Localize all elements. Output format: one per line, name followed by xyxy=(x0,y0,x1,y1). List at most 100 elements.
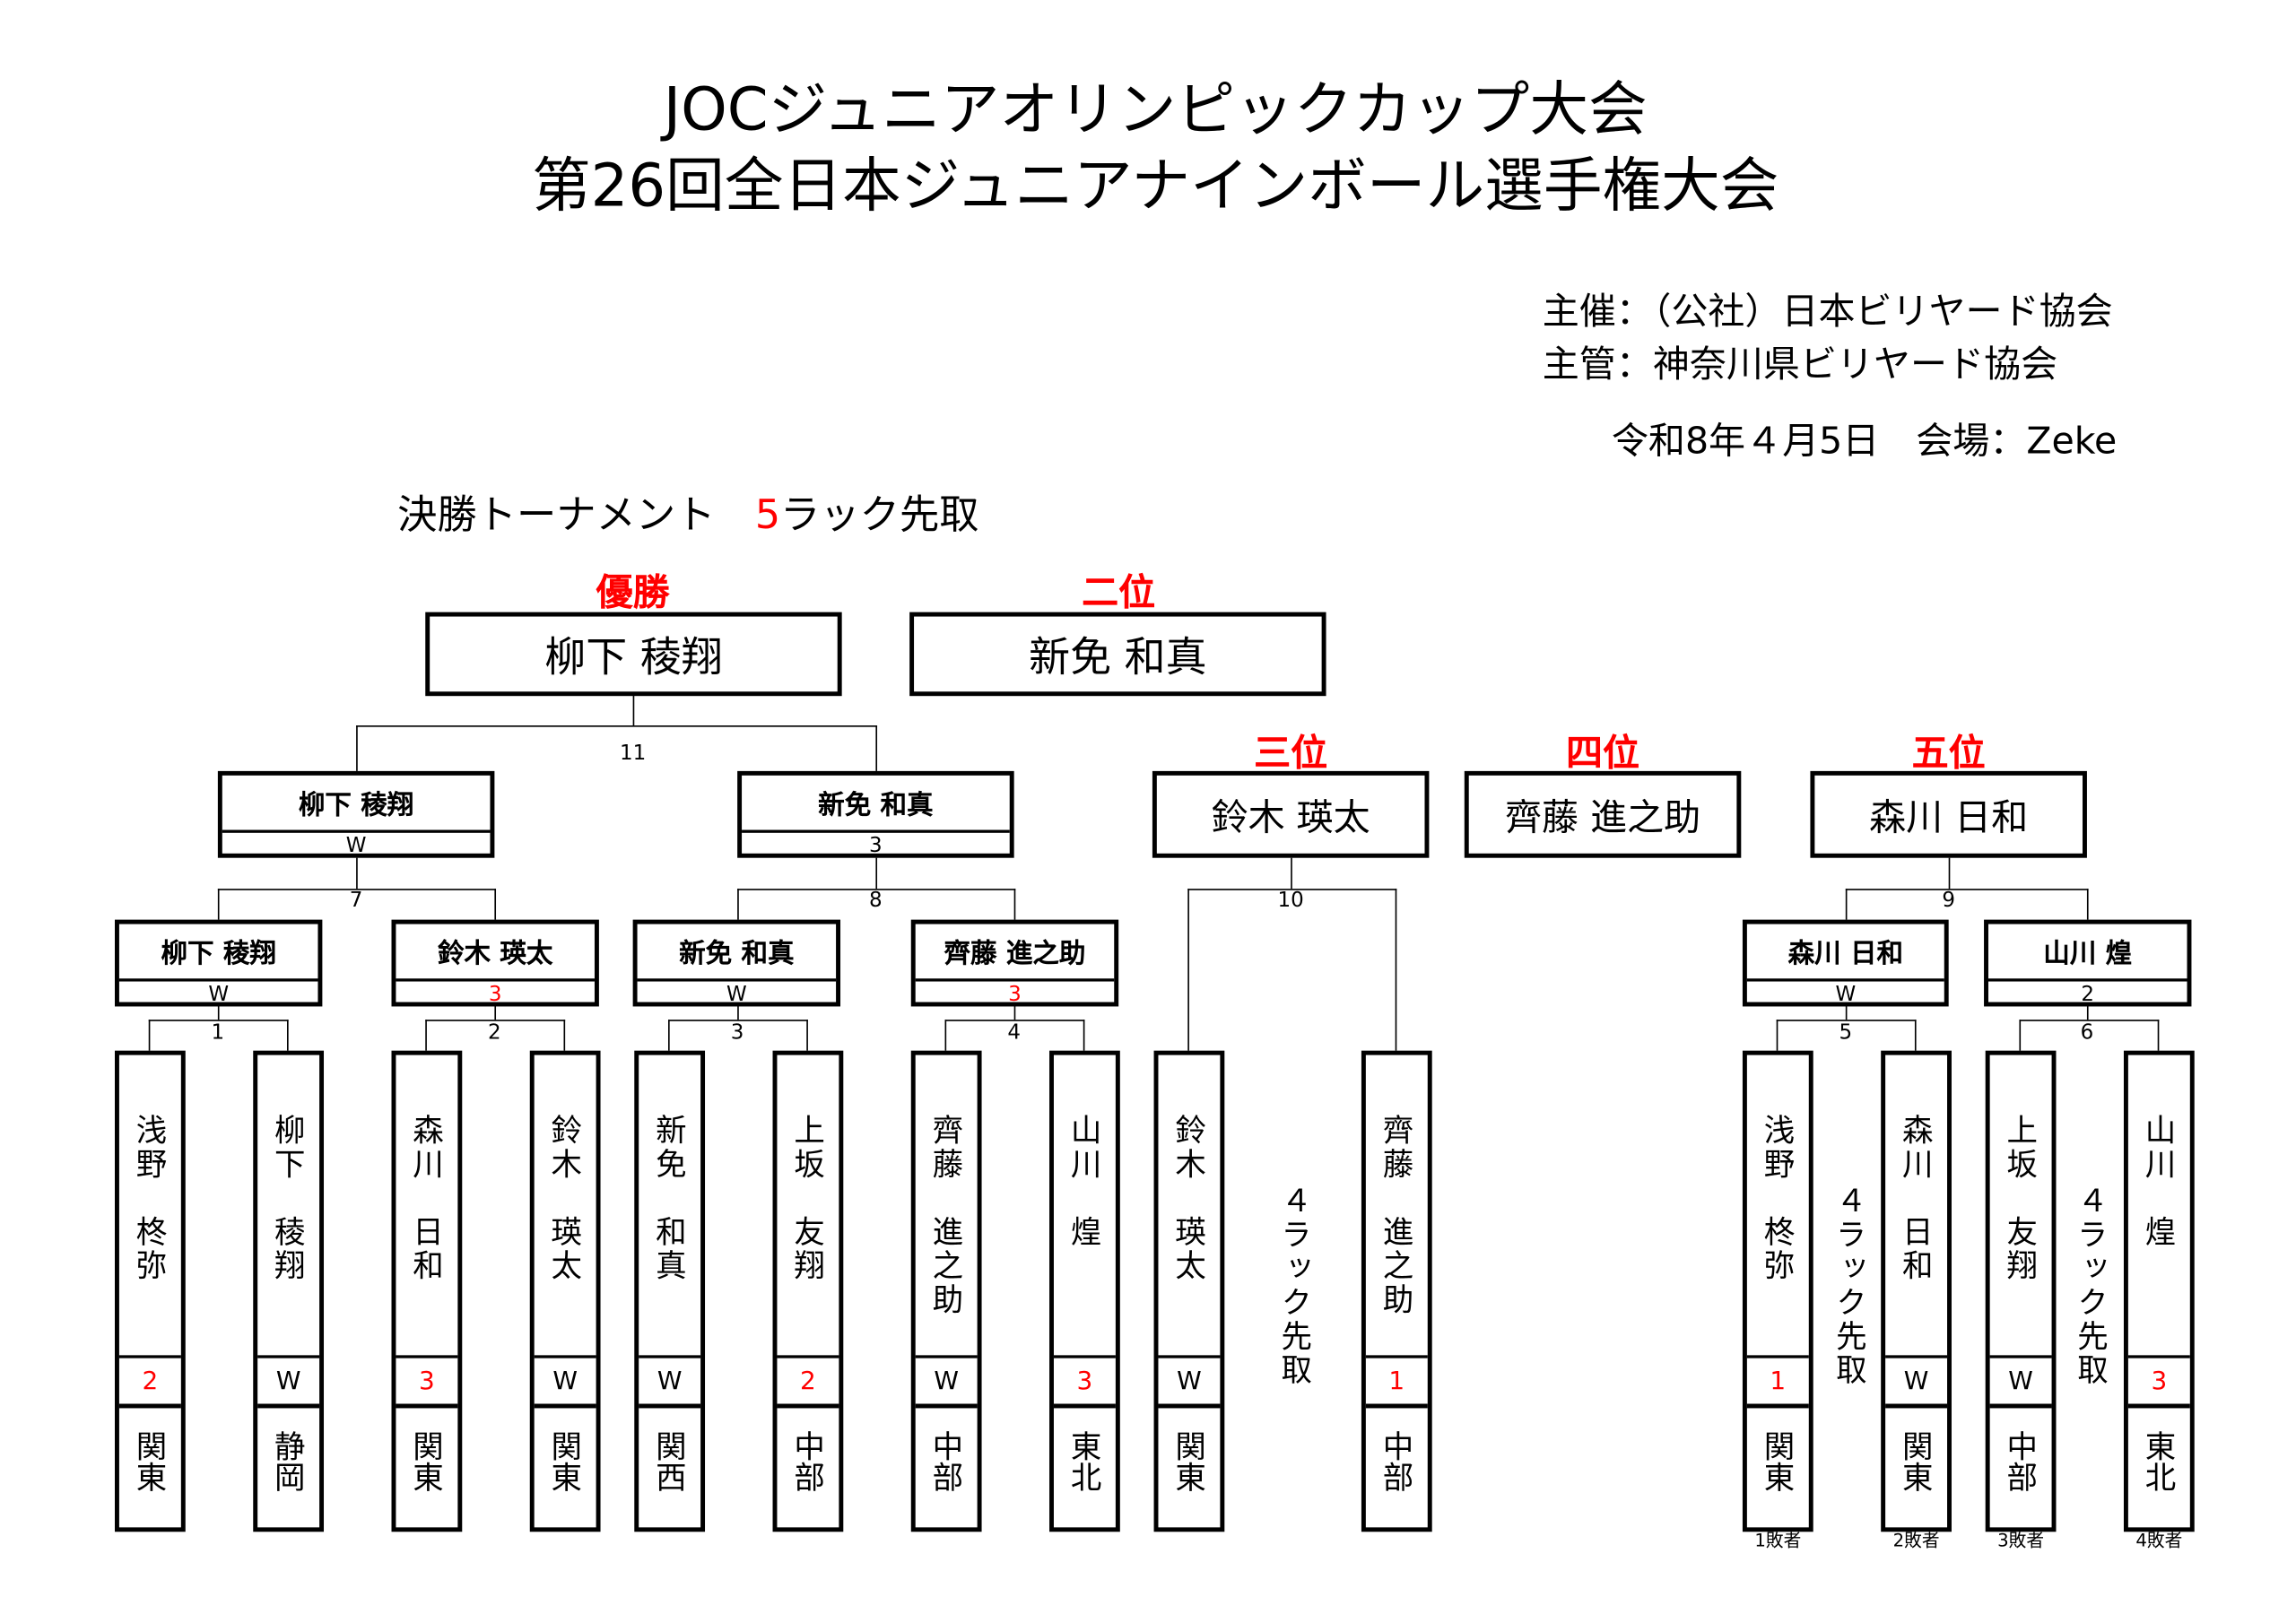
loser-label: 1敗者 xyxy=(1754,1532,1802,1551)
score: W xyxy=(1989,1358,2052,1409)
player-name: 柳下 稜翔 xyxy=(118,924,318,982)
region: 中部 xyxy=(1378,1430,1415,1492)
score: 2 xyxy=(777,1358,839,1409)
score: W xyxy=(1835,982,1857,1006)
match-number: 9 xyxy=(1942,889,1955,913)
bracket-line xyxy=(806,1020,808,1051)
bracket-line xyxy=(1013,1004,1016,1020)
player-box: 浅野 柊弥 2 関東 xyxy=(114,1050,186,1532)
score: 2 xyxy=(2081,982,2095,1006)
bracket-line xyxy=(494,889,497,920)
bracket-line xyxy=(2157,1020,2160,1051)
score: W xyxy=(345,833,367,857)
race-4-label: ４ラック先取 xyxy=(2074,1185,2109,1388)
match-number: 1 xyxy=(211,1020,225,1046)
bracket-line xyxy=(1083,1020,1085,1051)
player-name: 山川 煌 xyxy=(1987,924,2187,982)
manager: 主管：神奈川県ビリヤード協会 xyxy=(1542,343,2058,386)
score: 1 xyxy=(1746,1358,1809,1409)
final-heading: 決勝トーナメント 5ラック先取 xyxy=(397,482,979,540)
region: 関東 xyxy=(1898,1430,1935,1492)
placing-name-box: 森川 日和 xyxy=(1810,770,2087,858)
player-name: 浅野 柊弥 xyxy=(132,1114,169,1283)
player-name: 齊藤 進之助 xyxy=(915,924,1115,982)
bracket-line xyxy=(217,889,497,890)
region: 関東 xyxy=(132,1430,169,1492)
bracket-line xyxy=(1776,1020,1917,1021)
bracket-line xyxy=(286,1020,289,1051)
score: W xyxy=(639,1358,701,1409)
bracket-line xyxy=(2019,1020,2022,1051)
bracket-line xyxy=(1845,1004,1848,1020)
player-name: 上坂 友翔 xyxy=(790,1114,826,1283)
region: 中部 xyxy=(790,1430,826,1492)
bracket-line xyxy=(217,1004,220,1020)
race-4-label: ４ラック先取 xyxy=(1277,1185,1313,1388)
bracket-line xyxy=(2086,1004,2089,1020)
score: W xyxy=(257,1358,320,1409)
score: W xyxy=(915,1358,978,1409)
score: 2 xyxy=(118,1358,181,1409)
score: 3 xyxy=(1008,982,1022,1006)
placing-name-box: 齊藤 進之助 xyxy=(1464,770,1742,858)
bracket-line xyxy=(1845,889,2089,890)
player-name: 柳下 稜翔 xyxy=(270,1114,307,1283)
player-name: 新免 和真 xyxy=(651,1114,688,1283)
player-name: 柳下 稜翔 xyxy=(222,776,491,833)
placing-name-box: 新免 和真 xyxy=(909,612,1326,697)
race-text: ラック先取 xyxy=(780,492,979,539)
title-line2: 第26回全日本ジュニアナインボール選手権大会 xyxy=(531,152,1779,221)
player-box: 山川 煌 3 東北 xyxy=(2123,1050,2195,1532)
score: W xyxy=(726,982,747,1006)
bracket-line xyxy=(425,1020,427,1051)
region: 東北 xyxy=(2141,1430,2178,1492)
bracket-line xyxy=(356,725,358,771)
bracket-line xyxy=(1845,889,1848,920)
match-number: 7 xyxy=(349,889,363,913)
bracket-line xyxy=(632,694,635,726)
player-name: 山川 煌 xyxy=(2141,1114,2178,1250)
loser-label: 2敗者 xyxy=(1892,1532,1940,1551)
match-number: 11 xyxy=(619,742,647,766)
bracket-line xyxy=(217,889,220,920)
match-number: 10 xyxy=(1277,889,1304,913)
bracket-line xyxy=(1914,1020,1917,1051)
match-number: 3 xyxy=(730,1020,744,1046)
player-name: 鈴木 瑛太 xyxy=(1171,1114,1207,1283)
bracket-line xyxy=(944,1020,1085,1021)
match-number: 8 xyxy=(869,889,883,913)
player-name: 鈴木 瑛太 xyxy=(396,924,595,982)
score: W xyxy=(1885,1358,1948,1409)
placing-label: 二位 xyxy=(1082,570,1156,614)
score: 3 xyxy=(869,833,883,857)
bracket-line xyxy=(1948,857,1951,890)
score: 3 xyxy=(2127,1358,2190,1409)
player-name: 新免 和真 xyxy=(742,776,1010,833)
player-box: 上坂 友翔 2 中部 xyxy=(772,1050,844,1532)
bracket-line xyxy=(425,1020,566,1021)
player-name: 浅野 柊弥 xyxy=(1760,1114,1796,1283)
region: 東北 xyxy=(1066,1430,1103,1492)
heading-text: 決勝トーナメント xyxy=(397,492,716,539)
bracket-line xyxy=(1013,889,1016,920)
bracket-line xyxy=(737,889,739,920)
match-number: 2 xyxy=(488,1020,501,1046)
bracket-line xyxy=(1187,889,1189,1051)
bracket-line xyxy=(148,1020,289,1021)
bracket-line xyxy=(2019,1020,2160,1021)
match-number: 6 xyxy=(2080,1020,2094,1046)
